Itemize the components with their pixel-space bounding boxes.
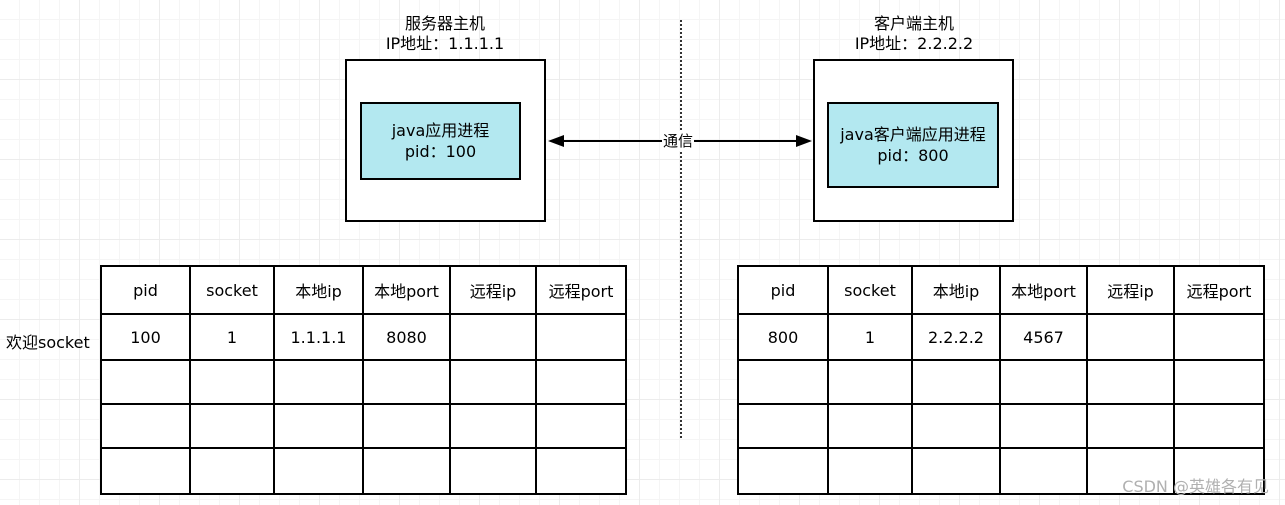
server-process-box: java应用进程 pid：100 xyxy=(360,102,521,180)
server-socket-table: pid socket 本地ip 本地port 远程ip 远程port 100 1… xyxy=(100,265,627,495)
table-cell xyxy=(449,447,537,495)
header-cell: 本地port xyxy=(362,265,451,315)
table-cell: 8080 xyxy=(362,313,451,361)
header-cell: pid xyxy=(737,265,829,315)
table-cell xyxy=(999,359,1088,405)
server-host-title: 服务器主机 IP地址：1.1.1.1 xyxy=(345,14,545,54)
client-host-ip: IP地址：2.2.2.2 xyxy=(854,34,974,53)
arrow-head-right xyxy=(796,135,812,147)
table-cell xyxy=(535,313,627,361)
table-cell xyxy=(1173,359,1265,405)
table-cell: 2.2.2.2 xyxy=(911,313,1001,361)
table-cell xyxy=(535,447,627,495)
table-row xyxy=(100,447,627,495)
table-cell xyxy=(189,359,275,405)
client-process-name: java客户端应用进程 xyxy=(840,125,986,144)
table-cell xyxy=(827,447,913,495)
table-cell xyxy=(189,403,275,449)
client-process-pid: pid：800 xyxy=(877,146,949,165)
table-cell xyxy=(827,403,913,449)
table-cell xyxy=(449,359,537,405)
server-process-name: java应用进程 xyxy=(391,121,490,140)
table-cell: 100 xyxy=(100,313,191,361)
table-header-row: pid socket 本地ip 本地port 远程ip 远程port xyxy=(100,265,627,315)
header-cell: 本地port xyxy=(999,265,1088,315)
table-cell xyxy=(273,359,364,405)
table-cell xyxy=(999,447,1088,495)
client-host-title: 客户端主机 IP地址：2.2.2.2 xyxy=(814,14,1014,54)
table-cell xyxy=(827,359,913,405)
header-cell: 本地ip xyxy=(911,265,1001,315)
table-header-row: pid socket 本地ip 本地port 远程ip 远程port xyxy=(737,265,1265,315)
table-cell xyxy=(100,447,191,495)
table-row xyxy=(737,359,1265,405)
table-row xyxy=(737,403,1265,449)
table-cell: 1.1.1.1 xyxy=(273,313,364,361)
client-socket-table: pid socket 本地ip 本地port 远程ip 远程port 800 1… xyxy=(737,265,1265,495)
table-cell xyxy=(100,403,191,449)
table-cell xyxy=(737,359,829,405)
header-cell: socket xyxy=(189,265,275,315)
table-cell xyxy=(737,447,829,495)
table-cell xyxy=(100,359,191,405)
table-cell xyxy=(449,313,537,361)
table-cell xyxy=(362,359,451,405)
server-host-ip: IP地址：1.1.1.1 xyxy=(385,34,505,53)
table-cell xyxy=(911,447,1001,495)
table-cell xyxy=(535,359,627,405)
table-cell xyxy=(911,359,1001,405)
table-row xyxy=(100,403,627,449)
table-cell xyxy=(189,447,275,495)
table-cell xyxy=(1086,359,1175,405)
client-host-name: 客户端主机 xyxy=(873,14,954,33)
table-row: 800 1 2.2.2.2 4567 xyxy=(737,313,1265,361)
table-row xyxy=(100,359,627,405)
table-cell xyxy=(1086,313,1175,361)
client-process-box: java客户端应用进程 pid：800 xyxy=(827,102,999,188)
header-cell: 本地ip xyxy=(273,265,364,315)
header-cell: socket xyxy=(827,265,913,315)
table-cell xyxy=(535,403,627,449)
header-cell: 远程port xyxy=(535,265,627,315)
table-cell: 4567 xyxy=(999,313,1088,361)
communication-label: 通信 xyxy=(662,131,695,151)
table-cell xyxy=(1086,403,1175,449)
table-cell xyxy=(362,447,451,495)
server-process-pid: pid：100 xyxy=(404,142,477,161)
table-cell xyxy=(999,403,1088,449)
table-cell xyxy=(1173,403,1265,449)
table-cell xyxy=(737,403,829,449)
welcome-socket-label: 欢迎socket xyxy=(6,333,90,352)
table-cell xyxy=(273,403,364,449)
table-row xyxy=(737,447,1265,495)
header-cell: 远程port xyxy=(1173,265,1265,315)
arrow-head-left xyxy=(548,135,564,147)
table-cell xyxy=(1173,447,1265,495)
table-cell: 800 xyxy=(737,313,829,361)
table-cell xyxy=(273,447,364,495)
watermark: CSDN @英雄各有见 xyxy=(1122,477,1269,496)
table-cell: 1 xyxy=(827,313,913,361)
table-cell xyxy=(362,403,451,449)
header-cell: pid xyxy=(100,265,191,315)
server-host-name: 服务器主机 xyxy=(404,14,485,33)
header-cell: 远程ip xyxy=(449,265,537,315)
header-cell: 远程ip xyxy=(1086,265,1175,315)
network-divider xyxy=(680,20,682,438)
table-cell: 1 xyxy=(189,313,275,361)
table-cell xyxy=(1086,447,1175,495)
table-cell xyxy=(449,403,537,449)
table-cell xyxy=(1173,313,1265,361)
table-cell xyxy=(911,403,1001,449)
table-row: 100 1 1.1.1.1 8080 xyxy=(100,313,627,361)
